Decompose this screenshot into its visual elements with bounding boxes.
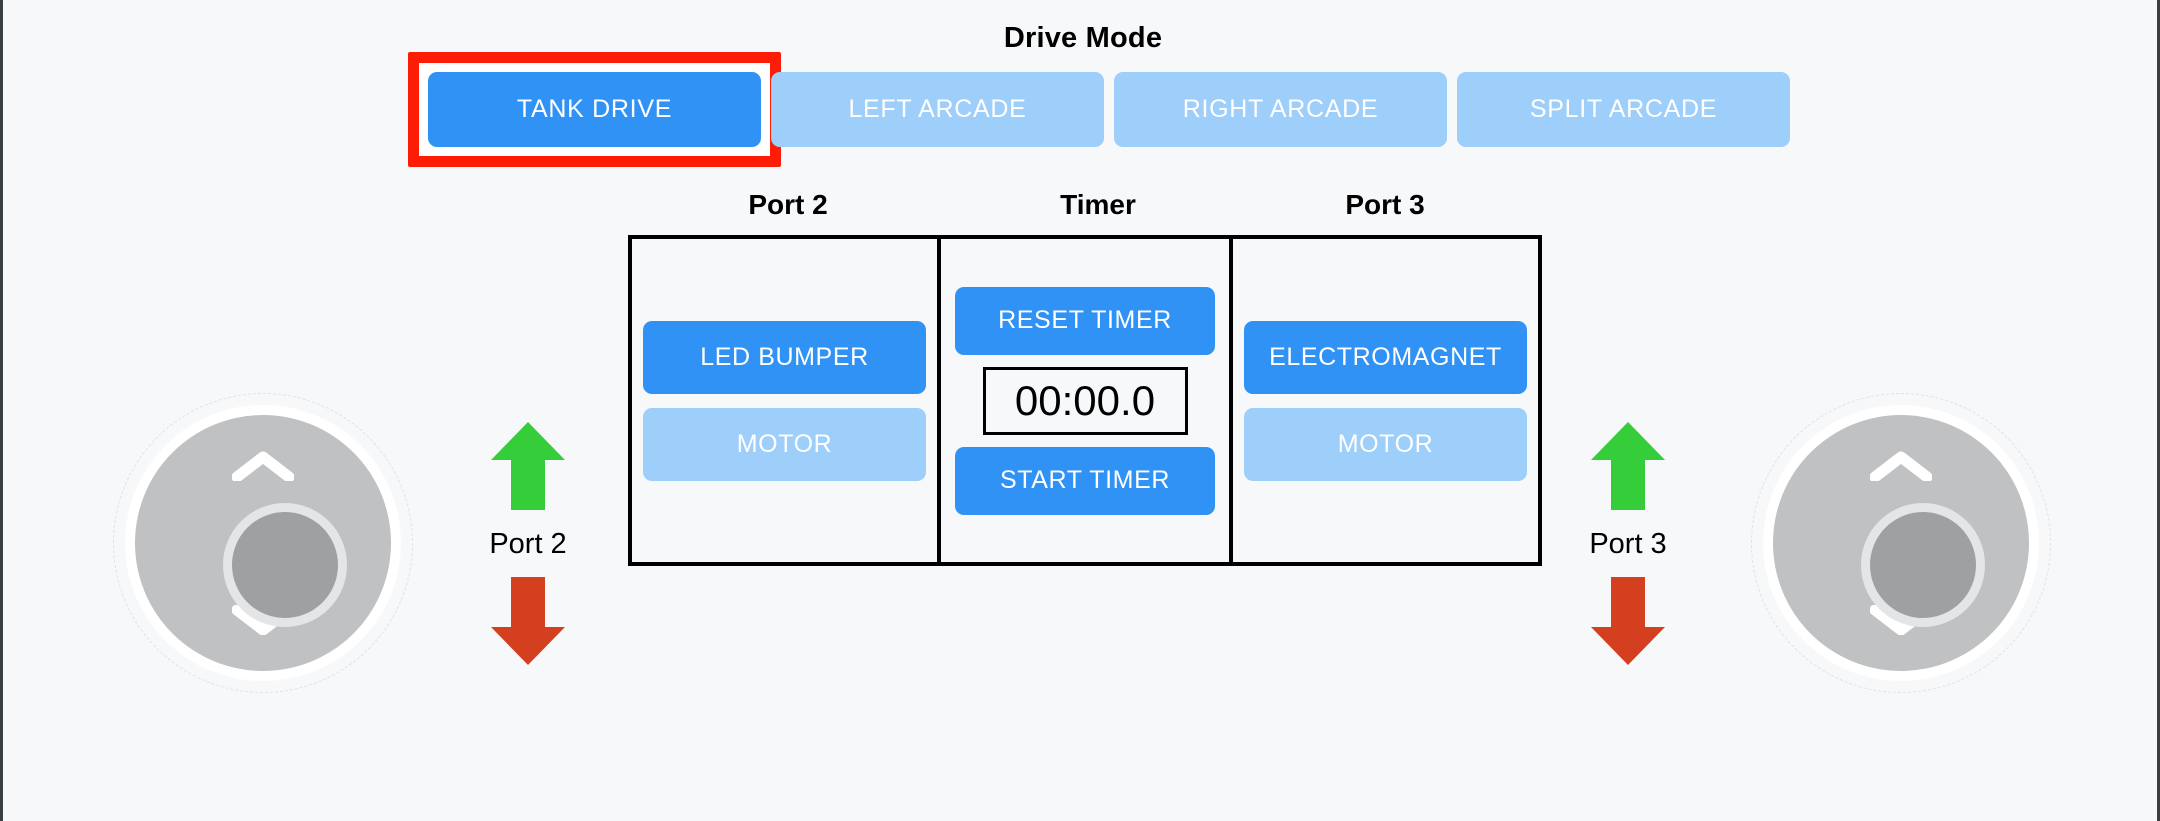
left-joystick-knob[interactable] [223, 503, 347, 627]
drive-mode-button-group: TANK DRIVE LEFT ARCADE RIGHT ARCADE SPLI… [428, 72, 1790, 147]
left-joystick-boundary [113, 393, 413, 693]
start-timer-button[interactable]: START TIMER [955, 446, 1215, 515]
left-joystick-pad[interactable] [135, 415, 391, 671]
left-joystick[interactable] [113, 393, 413, 693]
timer-panel-heading: Timer [1060, 189, 1136, 220]
right-port-label: Port 3 [1589, 528, 1667, 560]
reset-timer-button[interactable]: RESET TIMER [955, 286, 1215, 355]
port2-panel: LED BUMPER MOTOR [628, 235, 941, 566]
right-joystick-pad[interactable] [1773, 415, 2029, 671]
chevron-up-icon [1870, 451, 1932, 481]
drive-mode-tank-drive[interactable]: TANK DRIVE [428, 72, 761, 147]
page-title: Drive Mode [1003, 22, 1163, 54]
left-port-indicator: Port 2 [468, 420, 588, 667]
up-arrow-icon[interactable] [489, 420, 567, 512]
port3-panel-heading: Port 3 [1345, 189, 1425, 220]
port3-motor-button[interactable]: MOTOR [1244, 407, 1527, 481]
right-joystick-boundary [1751, 393, 2051, 693]
port2-motor-button[interactable]: MOTOR [643, 407, 926, 481]
left-port-label: Port 2 [489, 528, 567, 560]
panel-group: LED BUMPER MOTOR RESET TIMER 00:00.0 STA… [628, 235, 1542, 566]
up-arrow-icon[interactable] [1589, 420, 1667, 512]
timer-display: 00:00.0 [982, 366, 1188, 435]
led-bumper-button[interactable]: LED BUMPER [643, 320, 926, 394]
chevron-up-icon [232, 451, 294, 481]
down-arrow-icon[interactable] [489, 575, 567, 667]
drive-mode-split-arcade[interactable]: SPLIT ARCADE [1457, 72, 1790, 147]
drive-mode-right-arcade[interactable]: RIGHT ARCADE [1114, 72, 1447, 147]
right-joystick-knob[interactable] [1861, 503, 1985, 627]
timer-panel: RESET TIMER 00:00.0 START TIMER [941, 235, 1229, 566]
down-arrow-icon[interactable] [1589, 575, 1667, 667]
right-joystick[interactable] [1751, 393, 2051, 693]
drive-mode-left-arcade[interactable]: LEFT ARCADE [771, 72, 1104, 147]
port3-panel: ELECTROMAGNET MOTOR [1229, 235, 1542, 566]
right-port-indicator: Port 3 [1568, 420, 1688, 667]
port2-panel-heading: Port 2 [748, 189, 828, 220]
electromagnet-button[interactable]: ELECTROMAGNET [1244, 320, 1527, 394]
